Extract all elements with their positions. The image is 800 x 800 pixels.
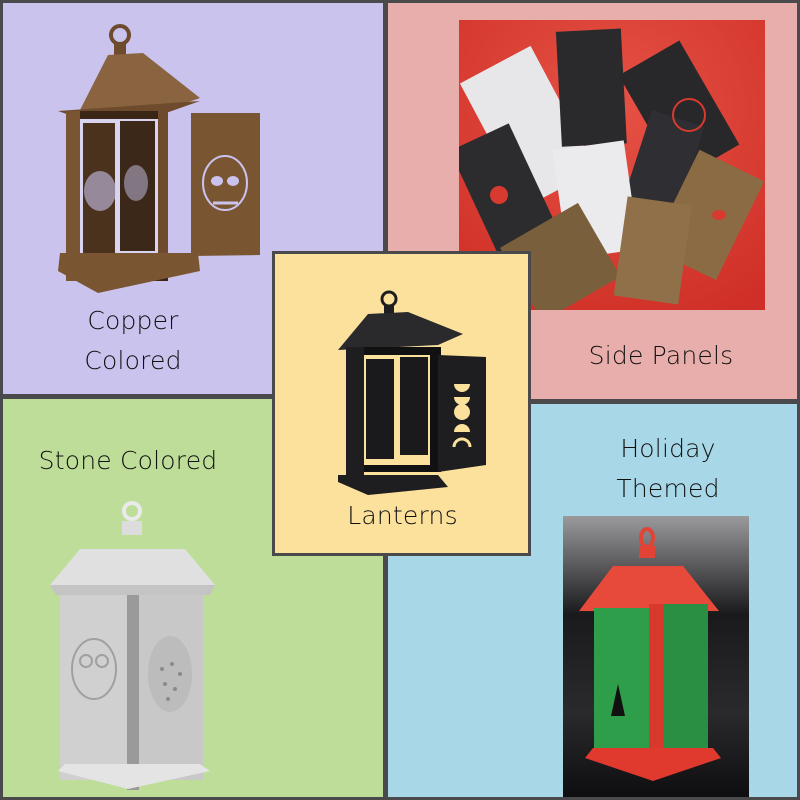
side-panels-label: Side Panels [588, 341, 734, 370]
christmas-lantern-photo [563, 516, 749, 797]
holiday-themed-panel: Holiday Themed [388, 404, 797, 797]
copper-label-line1: Copper [87, 306, 179, 335]
black-moon-phase-lantern-photo [338, 287, 493, 497]
lanterns-label: Lanterns [347, 501, 458, 530]
copper-label-line2: Colored [84, 346, 182, 375]
lanterns-title-panel: Lanterns [272, 251, 531, 556]
stone-label: Stone Colored [38, 446, 218, 475]
holiday-label-line1: Holiday [620, 434, 716, 463]
side-panels-collection-photo [459, 20, 765, 310]
stone-owl-lantern-photo [50, 499, 215, 794]
copper-colored-panel: Copper Colored [3, 3, 383, 394]
holiday-label-line2: Themed [616, 474, 720, 503]
copper-skull-lantern-photo [58, 13, 268, 298]
stone-colored-panel: Stone Colored [3, 399, 383, 797]
